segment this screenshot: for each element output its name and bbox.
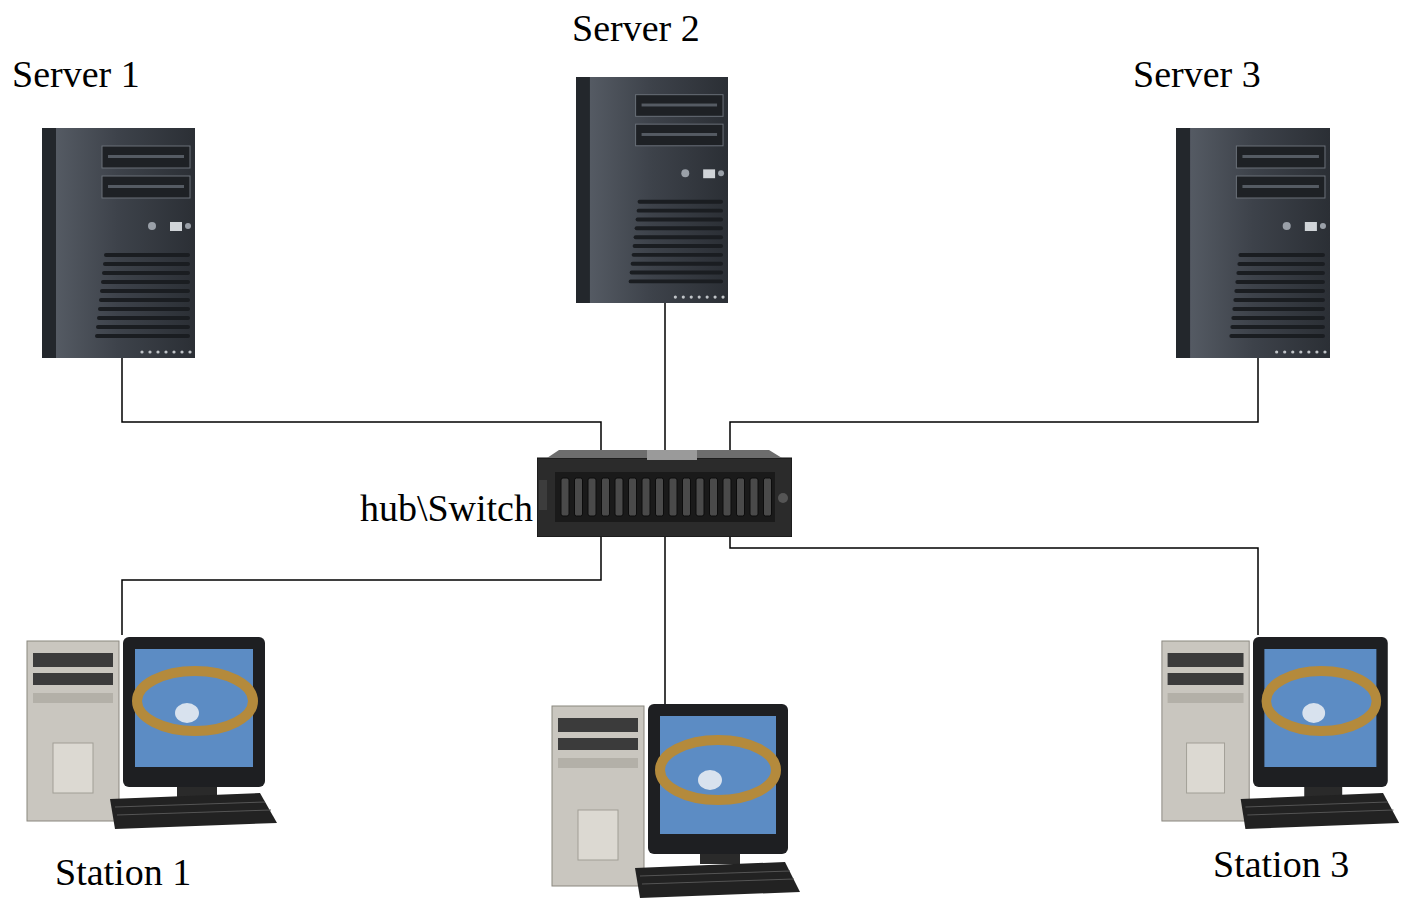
network-cable: [730, 358, 1258, 450]
node-label: Server 2: [572, 8, 700, 50]
switch-picture: [537, 450, 792, 537]
node-label: Server 3: [1133, 54, 1261, 96]
workstation-picture: [550, 700, 805, 900]
switch-node: hub\Switch: [537, 450, 792, 537]
server-node: Server 3: [1176, 128, 1330, 358]
node-label: Station 3: [1213, 844, 1349, 886]
station-wire: [664, 537, 666, 705]
server-picture: [42, 128, 195, 358]
workstation-picture: [25, 635, 280, 830]
network-cable: [122, 537, 601, 635]
station-node: Station 3: [1160, 635, 1402, 830]
network-cable: [730, 537, 1258, 635]
workstation-picture: [1160, 635, 1402, 830]
server-picture: [576, 77, 728, 303]
node-label: Server 1: [12, 54, 140, 96]
network-cable: [122, 358, 601, 450]
server-node: Server 2: [576, 77, 728, 303]
station-node: Station 1: [25, 635, 280, 830]
node-label: Station 1: [55, 852, 191, 894]
network-cable: [664, 303, 666, 450]
node-label: hub\Switch: [360, 488, 533, 530]
server-node: Server 1: [42, 128, 195, 358]
server-picture: [1176, 128, 1330, 358]
